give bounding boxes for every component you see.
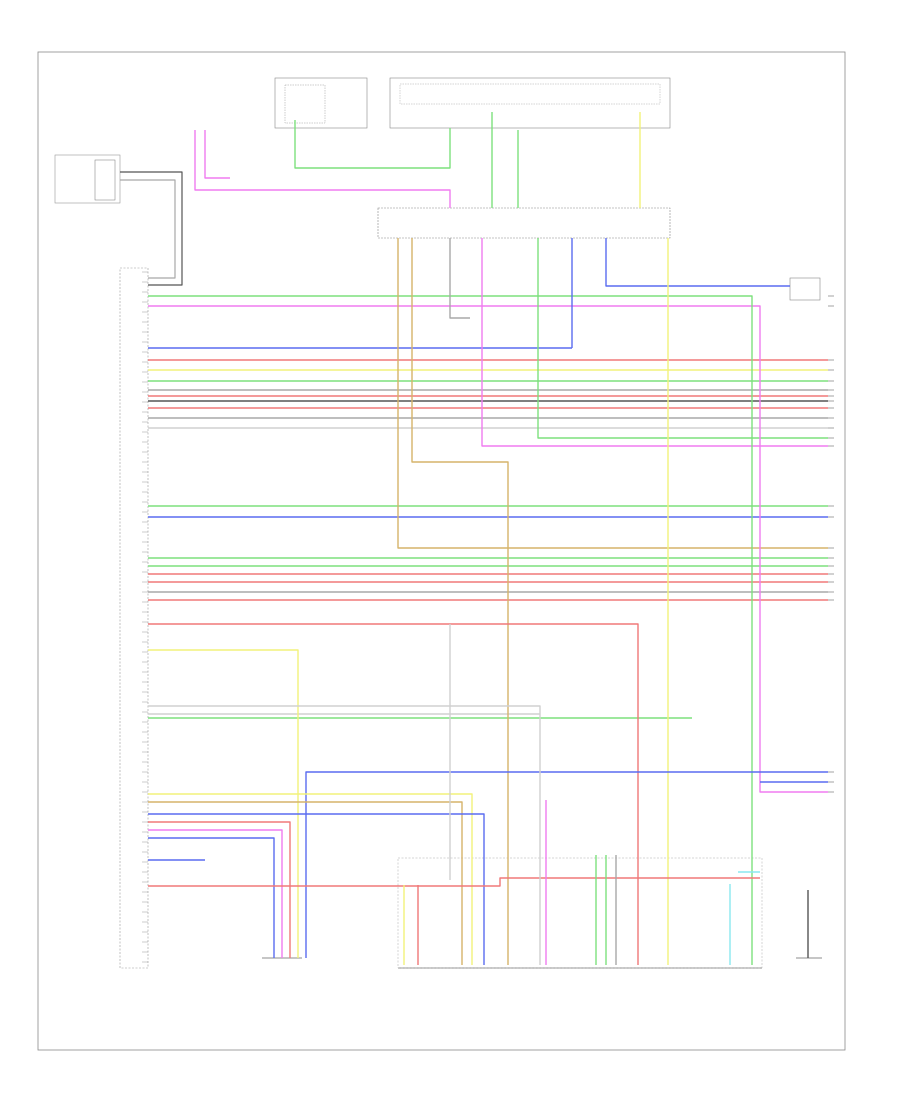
wire-green-right <box>748 295 753 965</box>
wire-blue-jb-right <box>605 238 790 287</box>
wire-tan-long <box>397 238 828 549</box>
wire-yellow-b1 <box>148 793 473 965</box>
left-control-unit-body <box>119 267 149 969</box>
wire-top-green <box>294 120 451 169</box>
wire-red-right <box>148 623 639 965</box>
wire-tan-2 <box>411 238 509 965</box>
middle-junction-box <box>377 207 671 239</box>
pin-tick-layer <box>142 271 834 963</box>
wire-sensor-black <box>120 171 183 286</box>
bottom-connector-center-box <box>397 857 763 969</box>
wire-tan-b2 <box>148 801 463 965</box>
upper-right-connector-body <box>789 277 821 301</box>
bottom-connector-center <box>397 857 763 969</box>
relay-box-right-body <box>389 77 671 129</box>
top-relay-box-left <box>274 77 368 129</box>
relay-box-left-inner <box>284 84 326 124</box>
diagram-frame <box>37 51 846 1051</box>
wire-yellow-left <box>148 649 299 958</box>
wire-red-b8 <box>148 877 760 887</box>
wire-sensor-gray <box>120 179 176 279</box>
wire-gray-jb <box>449 238 470 319</box>
upper-right-connector <box>789 277 821 301</box>
wire-blue-loop <box>305 771 828 958</box>
wire-magenta-right <box>740 305 828 793</box>
top-left-sensor <box>54 154 121 204</box>
wire-green-jb <box>537 238 828 439</box>
wire-magenta-b5 <box>148 829 283 958</box>
wire-top-magenta <box>194 130 451 208</box>
junction-box-body <box>377 207 671 239</box>
wire-top-magenta-2 <box>204 130 230 179</box>
top-left-sensor-body <box>54 154 121 204</box>
relay-box-right-inner <box>399 83 661 105</box>
relay-box-left-body <box>274 77 368 129</box>
wire-layer <box>120 112 828 965</box>
wire-magenta-jb <box>481 238 828 447</box>
left-control-unit <box>119 267 149 969</box>
wire-lightgray-b9 <box>148 705 541 965</box>
top-left-sensor-connector <box>94 159 116 201</box>
wire-red-b4 <box>148 821 291 958</box>
wire-blue-b6 <box>148 837 275 958</box>
wire-blue-b3 <box>148 813 485 965</box>
top-relay-box-right <box>389 77 671 129</box>
